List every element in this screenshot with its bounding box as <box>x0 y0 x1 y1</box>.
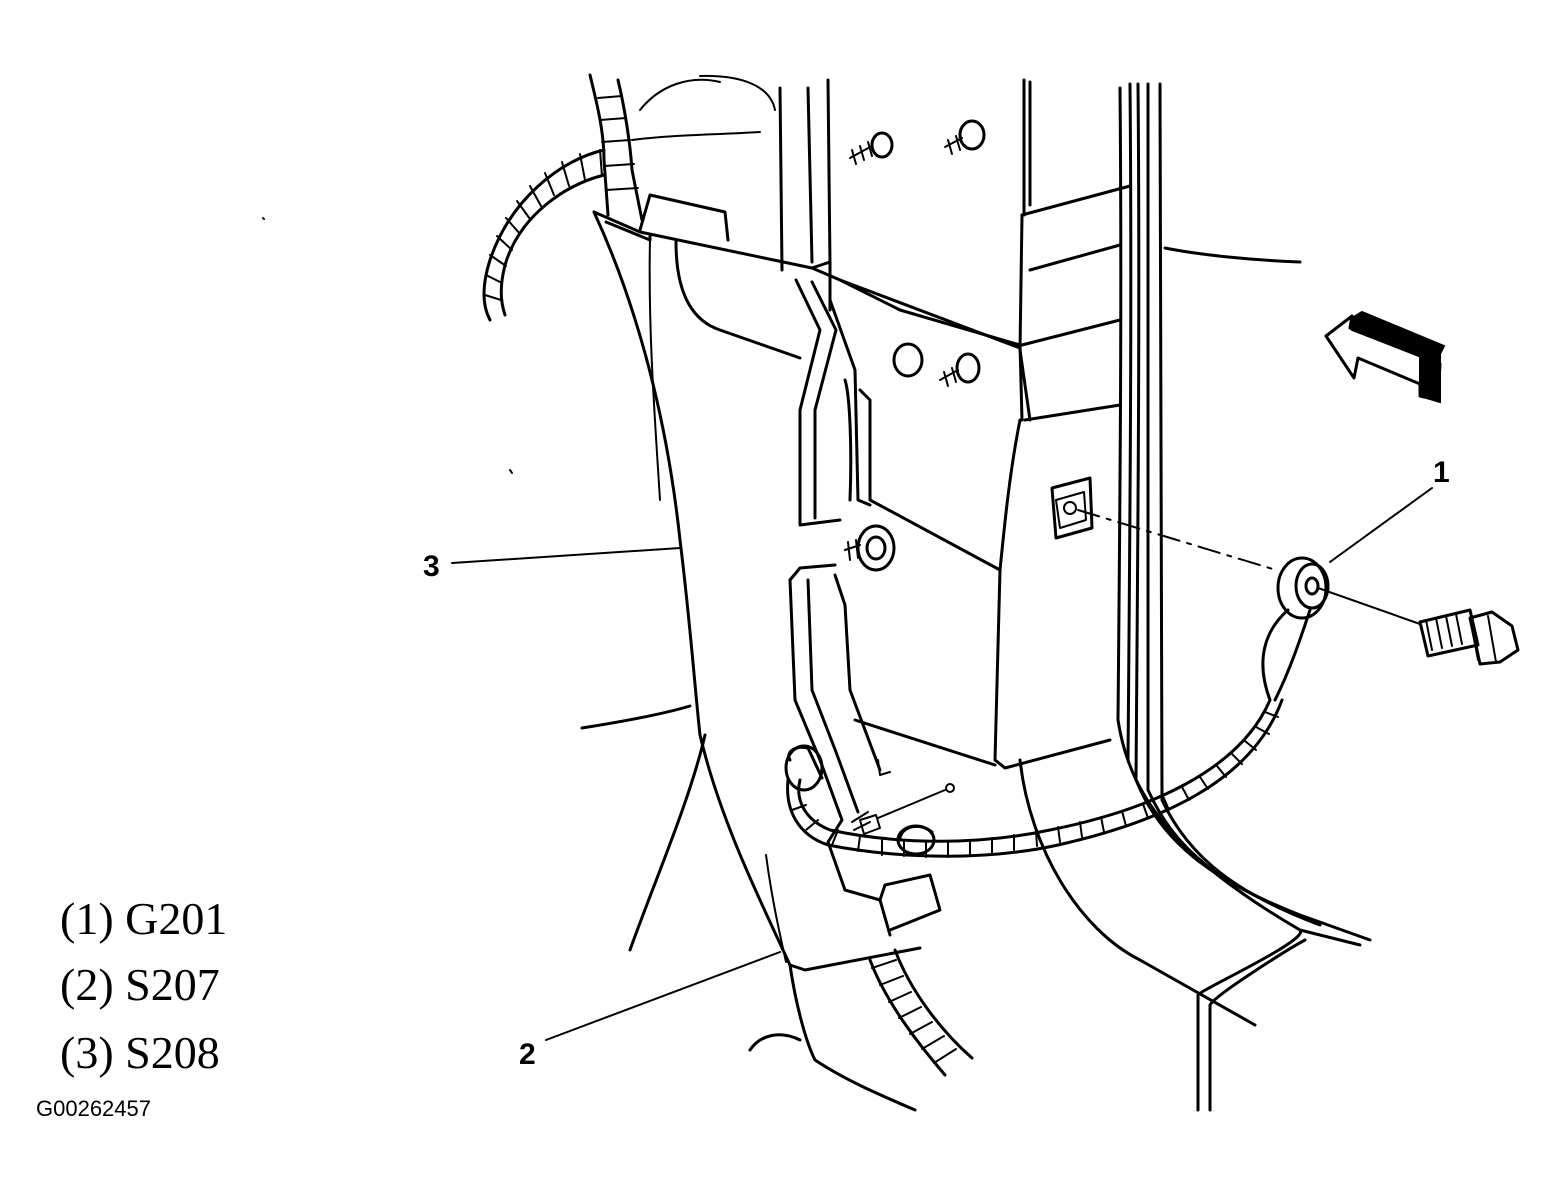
figure-id: G00262457 <box>36 1096 151 1121</box>
bolt-icon <box>1418 608 1520 666</box>
lower-harness <box>748 948 974 1112</box>
legend-item-3: (3) S208 <box>60 1027 220 1078</box>
callout-1: 1 <box>1433 456 1450 489</box>
center-pillar <box>778 78 1132 937</box>
ground-wire-harness <box>786 698 1284 858</box>
speck-1 <box>509 469 513 474</box>
body-opening <box>1018 82 1372 1112</box>
small-stud-lower <box>851 783 955 835</box>
ground-centerline <box>1077 509 1277 571</box>
stud-middle <box>892 342 981 387</box>
stud-upper-left <box>849 131 894 165</box>
harness-clip-right <box>896 824 936 856</box>
upper-harness <box>482 73 776 322</box>
callout-2: 2 <box>519 1038 536 1071</box>
harness-clip-left <box>784 744 824 792</box>
callout-leader-1 <box>1329 487 1433 563</box>
carpet-edge-line <box>580 704 692 730</box>
legend-item-2: (2) S207 <box>60 959 220 1010</box>
callout-leader-2 <box>545 951 781 1041</box>
rocker-line <box>628 733 707 952</box>
ground-mount-pad <box>1050 476 1094 540</box>
callout-leader-3 <box>451 547 681 564</box>
callout-3: 3 <box>423 550 440 583</box>
ground-terminal-g201 <box>1261 556 1330 702</box>
bolt-axis-line <box>1317 587 1421 625</box>
stud-upper-right <box>944 119 986 155</box>
direction-arrow-icon <box>1324 310 1446 404</box>
legend-item-1: (1) G201 <box>60 893 228 944</box>
speck-2 <box>262 217 265 220</box>
bracket-nut <box>844 524 896 572</box>
pillar-trim-panel <box>592 193 922 972</box>
